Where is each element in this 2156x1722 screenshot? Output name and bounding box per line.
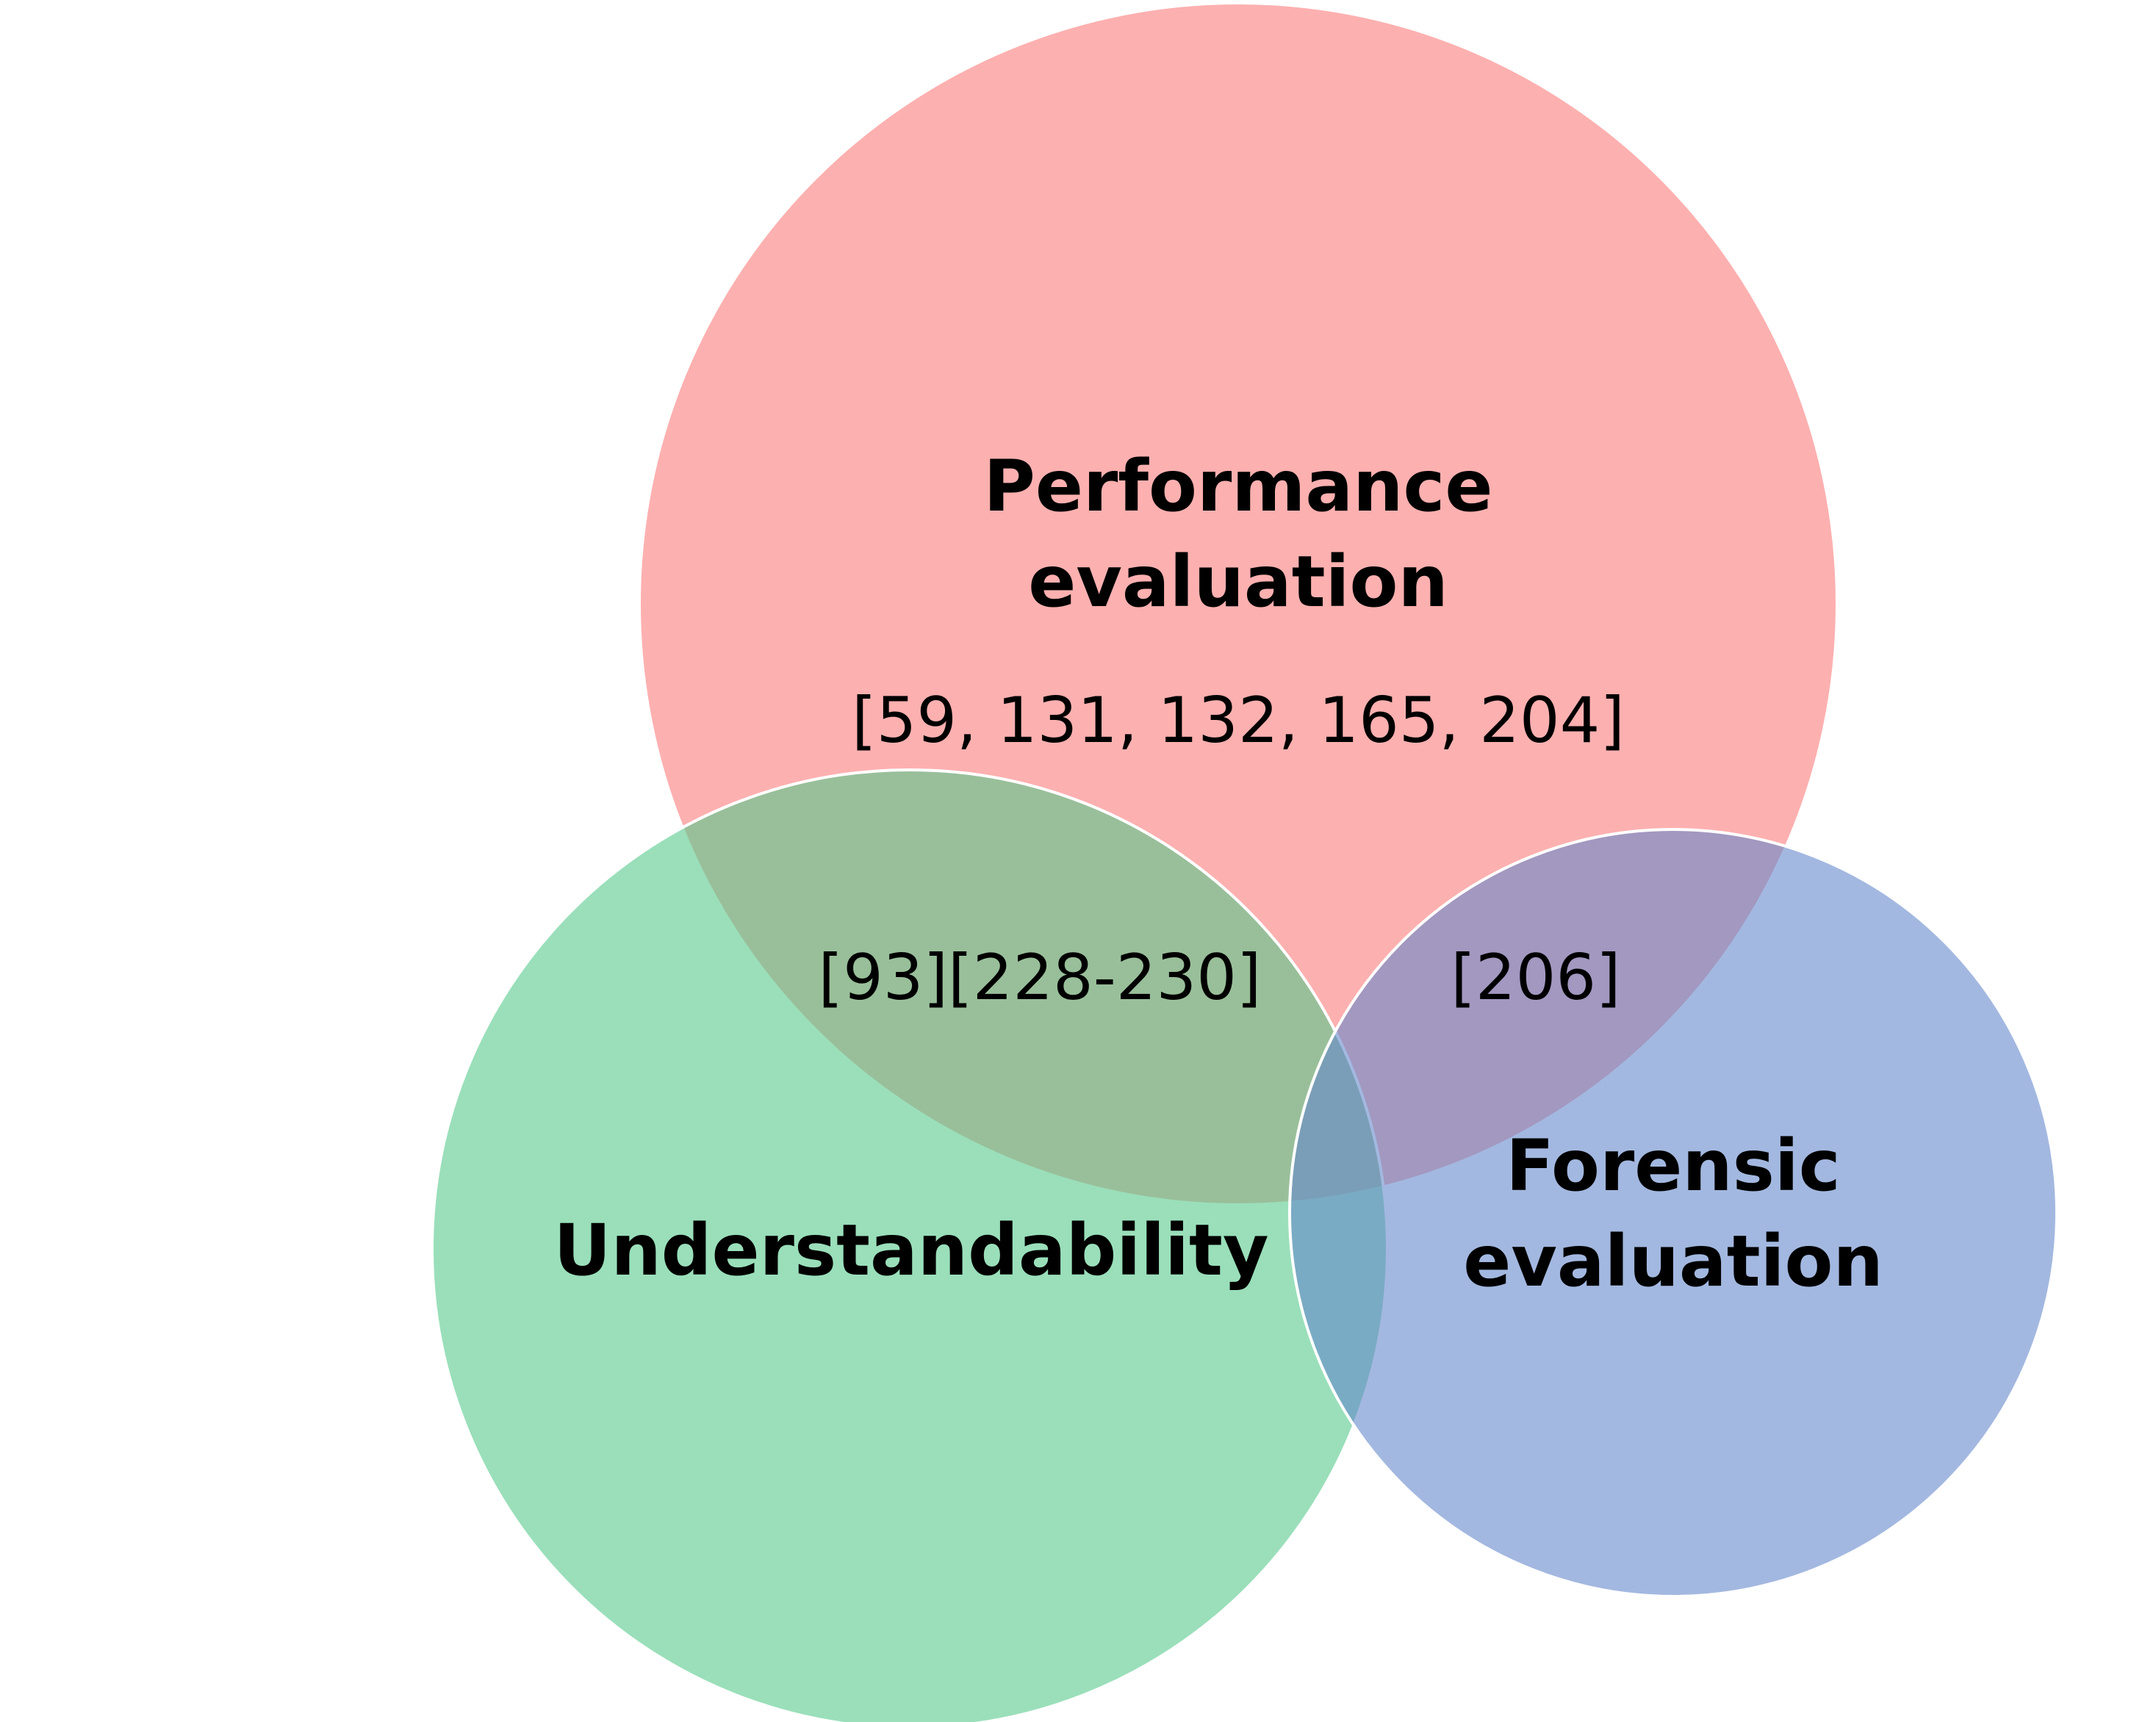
forensic-evaluation-label-line1: Forensic bbox=[1506, 1125, 1840, 1207]
forensic-evaluation-circle bbox=[1288, 828, 2058, 1598]
performance-understandability-refs: [93][228-230] bbox=[819, 941, 1262, 1015]
performance-evaluation-label-line1: Performance bbox=[983, 445, 1492, 527]
performance-evaluation-label-line2: evaluation bbox=[1028, 541, 1448, 623]
performance-forensic-refs: [206] bbox=[1451, 941, 1620, 1015]
forensic-evaluation-label-line2: evaluation bbox=[1463, 1220, 1883, 1303]
performance-evaluation-refs: [59, 131, 132, 165, 204] bbox=[852, 684, 1625, 757]
understandability-label: Understandability bbox=[553, 1209, 1268, 1292]
